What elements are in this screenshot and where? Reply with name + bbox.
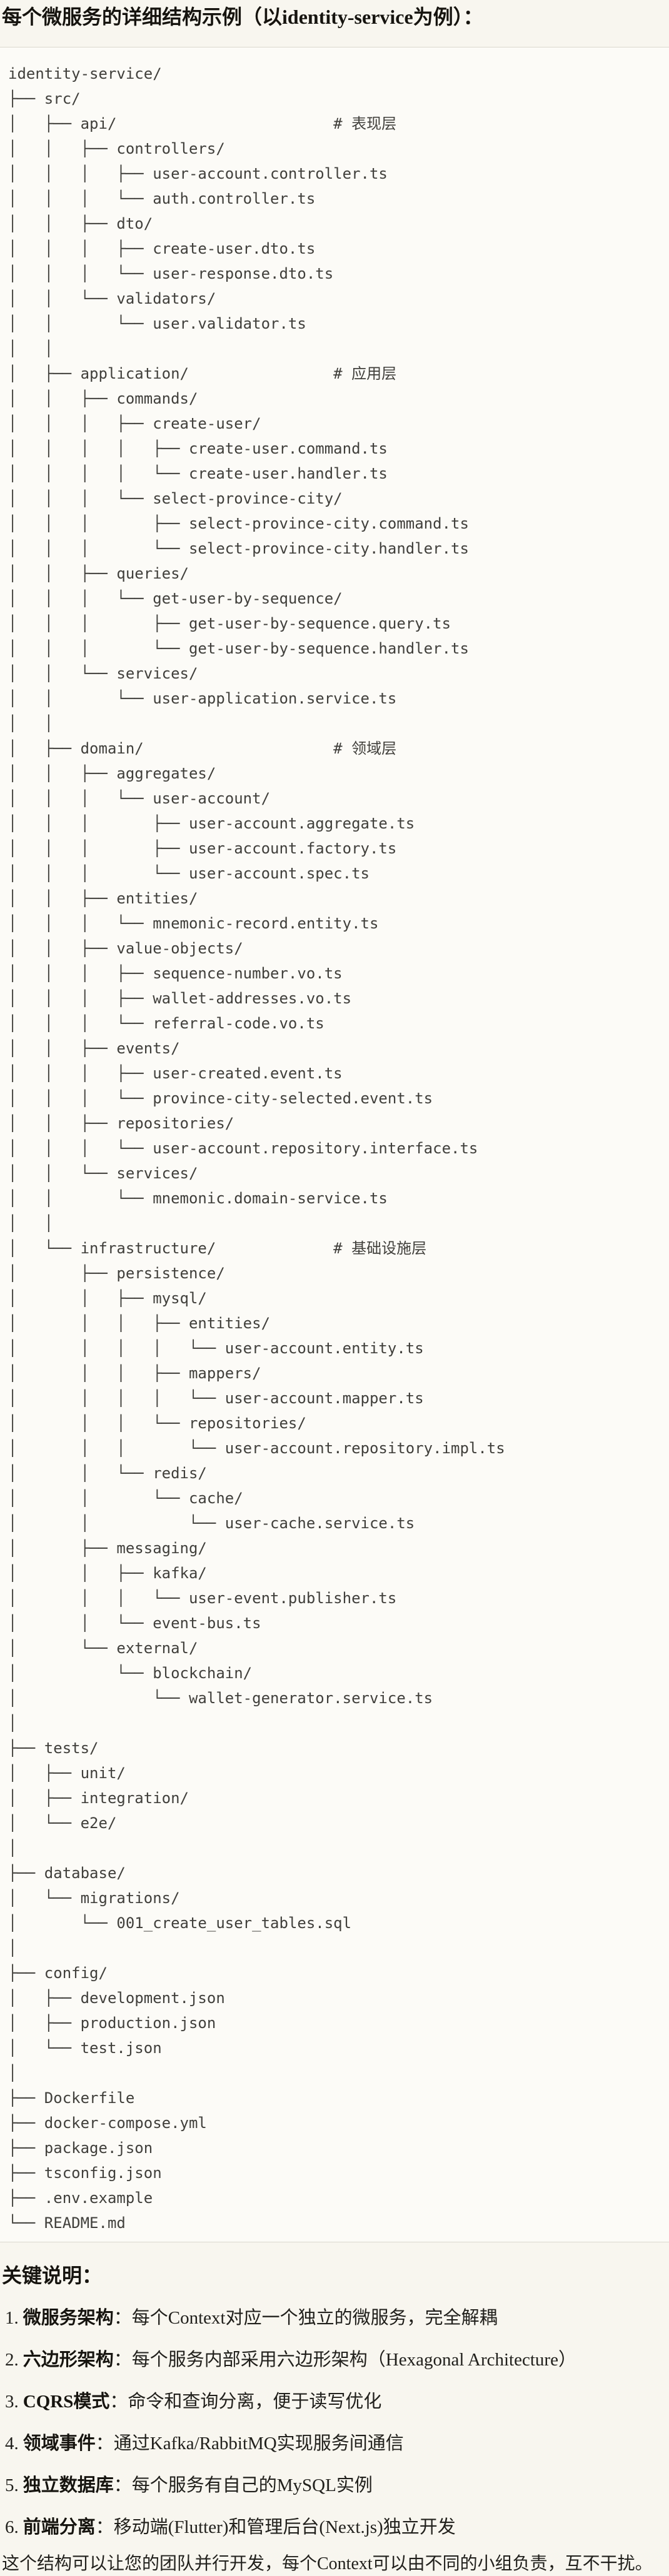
- item-text: ：移动端(Flutter)和管理后台(Next.js)独立开发: [95, 2517, 456, 2537]
- item-label: 微服务架构: [23, 2308, 114, 2328]
- item-label: CQRS模式: [23, 2392, 110, 2412]
- item-label: 前端分离: [23, 2517, 96, 2537]
- item-text: ：命令和查询分离，便于读写优化: [109, 2392, 382, 2412]
- item-number: 4.: [5, 2434, 19, 2454]
- item-number: 6.: [5, 2517, 19, 2537]
- notes-heading: 关键说明：: [2, 2264, 103, 2287]
- item-label: 独立数据库: [23, 2475, 114, 2495]
- list-item: 6.前端分离：移动端(Flutter)和管理后台(Next.js)独立开发: [0, 2515, 669, 2540]
- list-item: 4.领域事件：通过Kafka/RabbitMQ实现服务间通信: [0, 2432, 669, 2456]
- item-number: 2.: [5, 2350, 19, 2370]
- closing-paragraph: 这个结构可以让您的团队并行开发，每个Context可以由不同的小组负责，互不干扰…: [2, 2554, 653, 2574]
- item-text: ：每个Context对应一个独立的微服务，完全解耦: [113, 2308, 498, 2328]
- item-number: 3.: [5, 2392, 19, 2412]
- item-label: 六边形架构: [23, 2350, 114, 2370]
- list-item: 3.CQRS模式：命令和查询分离，便于读写优化: [0, 2390, 669, 2414]
- item-text: ：通过Kafka/RabbitMQ实现服务间通信: [95, 2434, 404, 2454]
- item-number: 1.: [5, 2308, 19, 2328]
- item-label: 领域事件: [23, 2434, 96, 2454]
- item-text: ：每个服务内部采用六边形架构（Hexagonal Architecture）: [113, 2350, 576, 2370]
- item-text: ：每个服务有自己的MySQL实例: [113, 2475, 373, 2495]
- page-title: 每个微服务的详细结构示例（以identity-service为例）：: [2, 6, 483, 28]
- item-number: 5.: [5, 2475, 19, 2495]
- code-block: identity-service/ ├── src/ │ ├── api/ # …: [0, 47, 669, 2242]
- list-item: 2.六边形架构：每个服务内部采用六边形架构（Hexagonal Architec…: [0, 2348, 669, 2372]
- directory-tree: identity-service/ ├── src/ │ ├── api/ # …: [8, 65, 505, 2232]
- notes-list: 1.微服务架构：每个Context对应一个独立的微服务，完全解耦 2.六边形架构…: [0, 2306, 669, 2540]
- list-item: 5.独立数据库：每个服务有自己的MySQL实例: [0, 2474, 669, 2498]
- list-item: 1.微服务架构：每个Context对应一个独立的微服务，完全解耦: [0, 2306, 669, 2330]
